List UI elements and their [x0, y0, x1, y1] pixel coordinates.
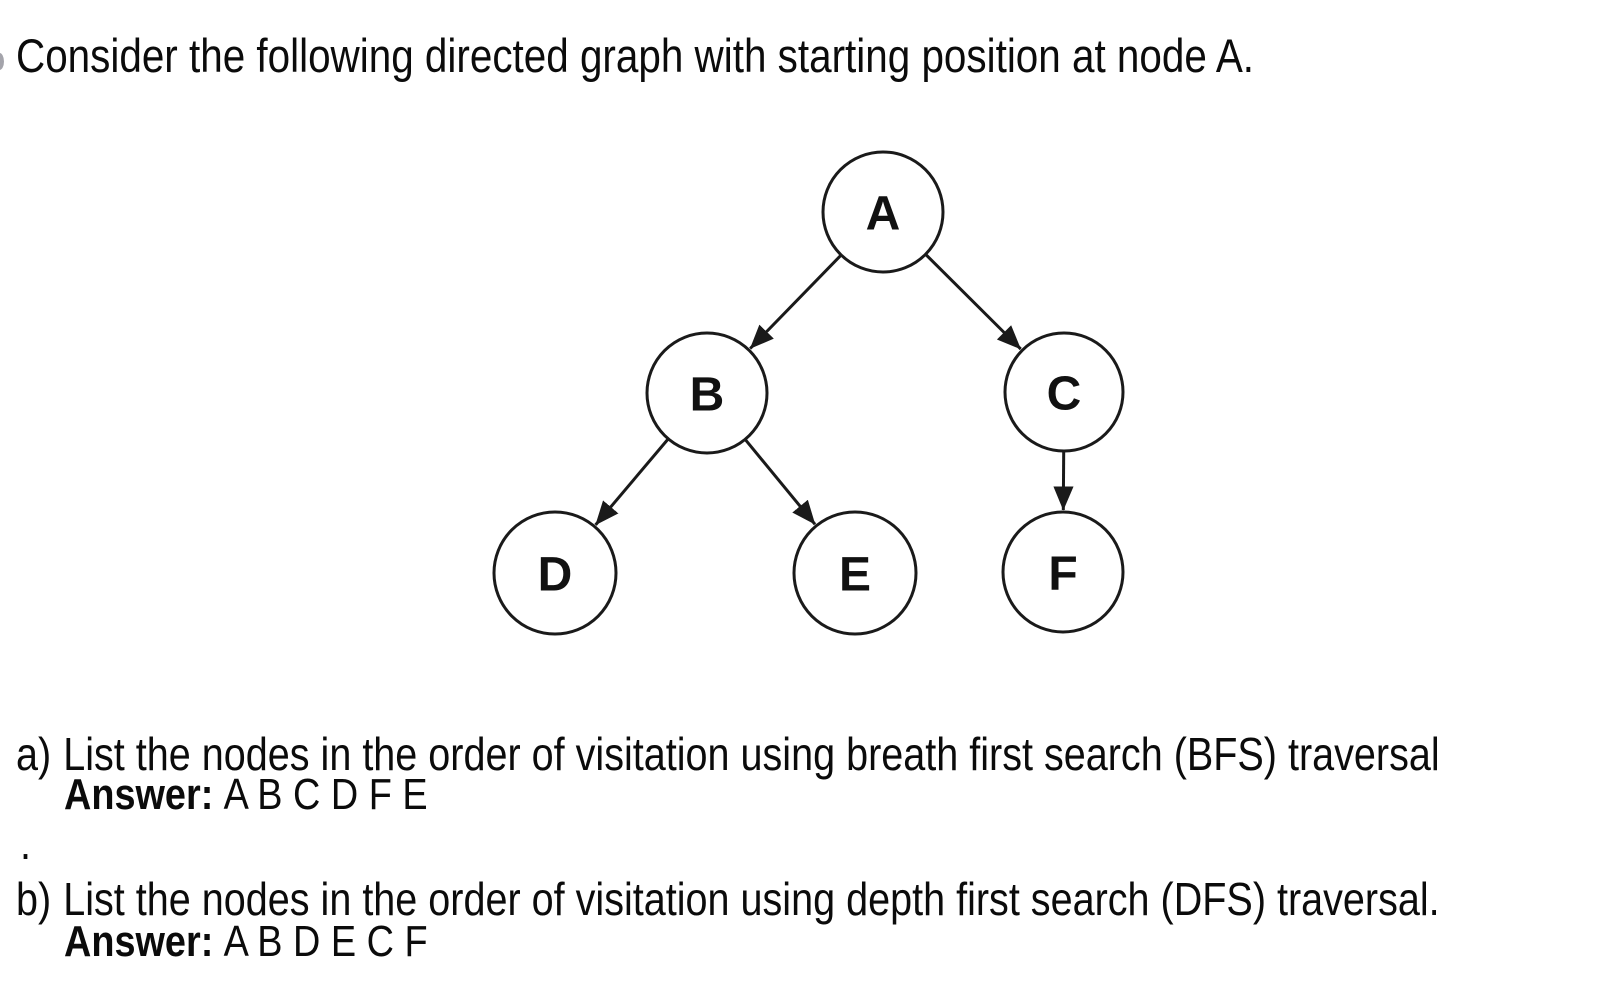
graph-node-label-C: C	[1047, 368, 1082, 421]
question-a-text: List the nodes in the order of visitatio…	[63, 728, 1440, 780]
graph-node-F	[1001, 510, 1125, 634]
question-b-label: b)	[16, 873, 52, 925]
answer-a-label: Answer:	[64, 770, 214, 819]
graph-node-label-F: F	[1048, 548, 1077, 601]
question-a-content: a)List the nodes in the order of visitat…	[16, 731, 1440, 777]
graph-node-label-D: D	[538, 549, 573, 602]
question-b-text: List the nodes in the order of visitatio…	[63, 873, 1440, 925]
answer-b-content: Answer:A B D E C F	[64, 920, 428, 964]
question-intro-text: Consider the following directed graph wi…	[16, 29, 1255, 82]
graph-node-B	[645, 331, 769, 455]
answer-b-label: Answer:	[64, 917, 214, 966]
question-a-label: a)	[16, 728, 52, 780]
graph-edge-B-E	[744, 439, 817, 526]
graph-node-label-A: A	[866, 188, 901, 241]
stray-period-glyph: .	[20, 817, 31, 869]
stray-period: .	[20, 820, 33, 866]
graph-edge-B-D	[594, 438, 669, 526]
question-a-line: a)List the nodes in the order of visitat…	[16, 731, 1598, 777]
graph-node-C	[1003, 331, 1125, 453]
graph-node-A	[821, 150, 945, 274]
answer-a-content: Answer:A B C D F E	[64, 773, 428, 817]
answer-b-line: Answer:A B D E C F	[64, 920, 487, 964]
graph-node-label-E: E	[839, 549, 871, 602]
question-b-line: b)List the nodes in the order of visitat…	[16, 876, 1598, 922]
graph-edge-A-C	[925, 253, 1022, 351]
answer-b-value: A B D E C F	[223, 917, 428, 966]
answer-a-value: A B C D F E	[223, 770, 428, 819]
graph-node-E	[792, 510, 918, 636]
graph-edge-A-B	[749, 254, 842, 350]
question-intro-line: Consider the following directed graph wi…	[16, 32, 1456, 79]
graph-node-D	[492, 510, 618, 636]
question-b-content: b)List the nodes in the order of visitat…	[16, 876, 1440, 922]
graph-node-label-B: B	[690, 369, 725, 422]
clipped-list-marker	[0, 53, 4, 70]
answer-a-line: Answer:A B C D F E	[64, 773, 487, 817]
